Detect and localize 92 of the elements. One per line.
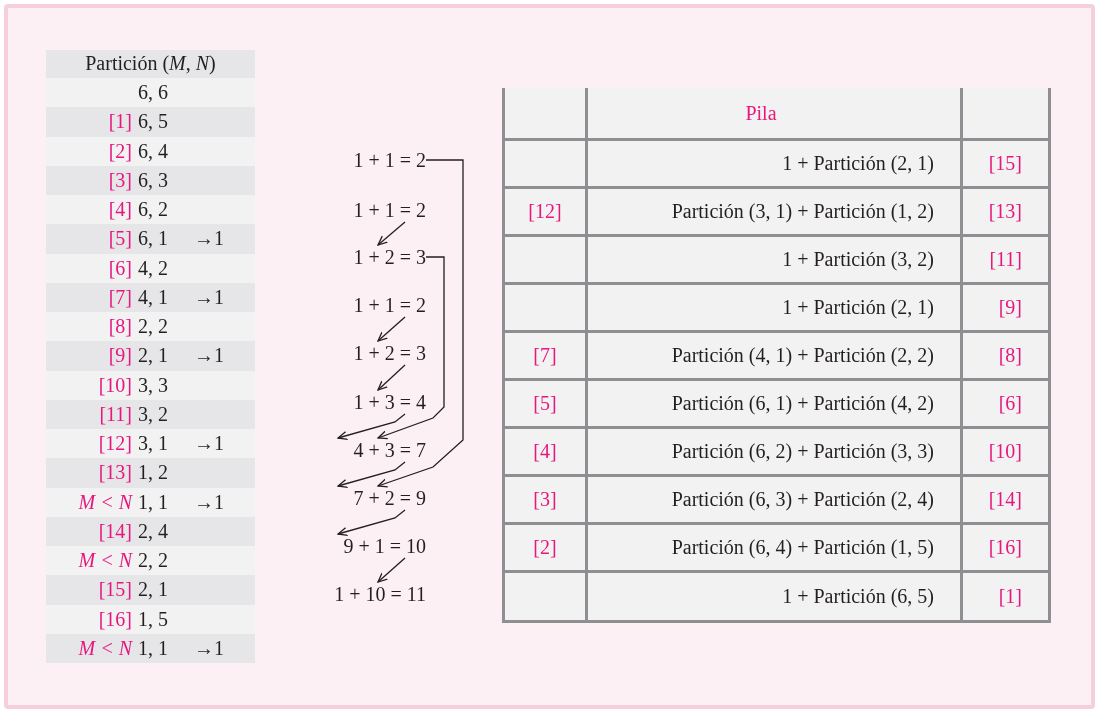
arrow bbox=[377, 316, 406, 342]
call-number: [5] bbox=[533, 392, 557, 415]
row-number: [16] bbox=[98, 607, 132, 631]
row-number: [6] bbox=[108, 256, 132, 280]
equation-text: 1 + 1 = 2 bbox=[300, 293, 426, 317]
row-number: [12] bbox=[98, 432, 132, 455]
stack-entry: Partición (3, 1) + Partición (1, 2) bbox=[671, 200, 934, 223]
row-number: [7] bbox=[108, 285, 132, 309]
stack-entry: Partición (6, 2) + Partición (3, 3) bbox=[671, 440, 934, 463]
call-number: [9] bbox=[998, 296, 1022, 319]
value-pair: 4, 2 bbox=[138, 256, 168, 280]
stack-entry: 1 + Partición (6, 5) bbox=[782, 585, 934, 608]
row-number: [14] bbox=[98, 519, 132, 543]
column-heading: Pila bbox=[745, 101, 777, 125]
value-pair: 6, 4 bbox=[138, 139, 168, 163]
equation-text: 9 + 1 = 10 bbox=[300, 534, 426, 558]
stack-entry: Partición (4, 1) + Partición (2, 2) bbox=[671, 344, 934, 367]
arrow bbox=[337, 413, 406, 441]
stack-entry: 1 + Partición (2, 1) bbox=[782, 152, 934, 175]
result-text: →1 bbox=[194, 344, 224, 368]
row-number: [11] bbox=[99, 402, 132, 426]
call-number: [3] bbox=[533, 488, 557, 511]
value-pair: 6, 2 bbox=[138, 198, 168, 221]
equation-text: 7 + 2 = 9 bbox=[300, 486, 426, 510]
value-pair: 6, 6 bbox=[138, 81, 168, 104]
stack-entry: 1 + Partición (3, 2) bbox=[782, 248, 934, 271]
row-number: M < N bbox=[78, 490, 132, 514]
row-number: [2] bbox=[108, 139, 132, 163]
row-number: [10] bbox=[98, 373, 132, 397]
value-pair: 6, 1 bbox=[138, 227, 168, 251]
equation-text: 4 + 3 = 7 bbox=[300, 438, 426, 462]
arrow bbox=[377, 256, 445, 440]
call-number: [15] bbox=[988, 152, 1022, 175]
row-number: [9] bbox=[108, 344, 132, 368]
row-number: [15] bbox=[98, 578, 132, 602]
result-text: →1 bbox=[194, 227, 224, 251]
value-pair: 1, 1 bbox=[138, 490, 168, 514]
value-pair: 3, 1 bbox=[138, 432, 168, 455]
call-number: [4] bbox=[533, 440, 557, 463]
call-number: [14] bbox=[988, 488, 1022, 511]
value-pair: 3, 3 bbox=[138, 373, 168, 397]
value-pair: 4, 1 bbox=[138, 285, 168, 309]
value-pair: 2, 1 bbox=[138, 344, 168, 368]
call-number: [6] bbox=[998, 392, 1022, 415]
result-text: →1 bbox=[194, 432, 224, 455]
call-number: [12] bbox=[528, 200, 562, 223]
result-text: →1 bbox=[194, 285, 224, 309]
arrow bbox=[337, 461, 406, 489]
equation-text: 1 + 10 = 11 bbox=[300, 582, 426, 606]
result-text: →1 bbox=[194, 490, 224, 514]
value-pair: 1, 1 bbox=[138, 636, 168, 660]
call-number: [1] bbox=[998, 585, 1022, 608]
call-number: [10] bbox=[988, 440, 1022, 463]
arrow bbox=[377, 557, 406, 583]
result-text: →1 bbox=[194, 636, 224, 660]
value-pair: 3, 2 bbox=[138, 402, 168, 426]
row-number: [13] bbox=[98, 461, 132, 485]
row-number: [5] bbox=[108, 227, 132, 251]
row-number: [4] bbox=[108, 198, 132, 221]
equation-text: 1 + 1 = 2 bbox=[300, 198, 426, 222]
value-pair: 1, 2 bbox=[138, 461, 168, 485]
arrow bbox=[377, 221, 406, 246]
value-pair: 2, 1 bbox=[138, 578, 168, 602]
stack-entry: Partición (6, 1) + Partición (4, 2) bbox=[671, 392, 934, 415]
arrow bbox=[337, 509, 406, 537]
stack-entry: Partición (6, 3) + Partición (2, 4) bbox=[671, 488, 934, 511]
column-heading: Partición (M, N) bbox=[84, 52, 217, 75]
row-number: M < N bbox=[78, 549, 132, 572]
call-number: [7] bbox=[533, 344, 557, 367]
value-pair: 2, 2 bbox=[138, 549, 168, 572]
equation-text: 1 + 2 = 3 bbox=[300, 341, 426, 365]
row-number: [1] bbox=[108, 110, 132, 134]
value-pair: 2, 4 bbox=[138, 519, 168, 543]
value-pair: 6, 3 bbox=[138, 168, 168, 192]
equation-text: 1 + 3 = 4 bbox=[300, 390, 426, 414]
equation-text: 1 + 1 = 2 bbox=[300, 148, 426, 172]
value-pair: 1, 5 bbox=[138, 607, 168, 631]
equation-text: 1 + 2 = 3 bbox=[300, 245, 426, 269]
row-number: [8] bbox=[108, 315, 132, 338]
call-number: [13] bbox=[988, 200, 1022, 223]
stack-entry: 1 + Partición (2, 1) bbox=[782, 296, 934, 319]
arrow bbox=[377, 364, 406, 391]
call-number: [2] bbox=[533, 536, 557, 559]
row-number: M < N bbox=[78, 636, 132, 660]
call-number: [8] bbox=[998, 344, 1022, 367]
value-pair: 6, 5 bbox=[138, 110, 168, 134]
row-number: [3] bbox=[108, 168, 132, 192]
value-pair: 2, 2 bbox=[138, 315, 168, 338]
call-number: [16] bbox=[988, 536, 1022, 559]
call-number: [11] bbox=[989, 248, 1022, 271]
stack-entry: Partición (6, 4) + Partición (1, 5) bbox=[671, 536, 934, 559]
arrow bbox=[377, 159, 464, 488]
